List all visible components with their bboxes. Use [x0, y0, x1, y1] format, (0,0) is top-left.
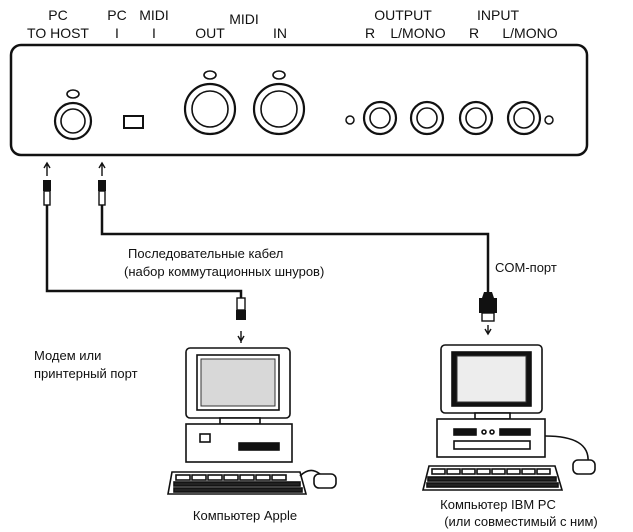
host-select-switch	[123, 115, 144, 129]
plug-icon	[479, 298, 497, 313]
label-pc-i: I	[115, 25, 119, 41]
label-midi-1: MIDI	[139, 7, 169, 23]
screw-icon	[345, 115, 355, 125]
output-r-jack	[362, 100, 398, 136]
plug-icon	[98, 180, 106, 191]
input-lmono-jack	[506, 100, 542, 136]
label-pc-2: PC	[107, 7, 126, 23]
mouse-icon	[313, 473, 337, 489]
up-arrow-icon	[43, 161, 51, 176]
apple-label: Компьютер Apple	[193, 508, 297, 523]
serial-cable-label-2: (набор коммутационных шнуров)	[124, 264, 324, 279]
label-midi-out: OUT	[195, 25, 225, 41]
output-lmono-jack	[409, 100, 445, 136]
jack-indicator-icon	[272, 70, 286, 80]
label-input-group: INPUT	[477, 7, 519, 23]
label-output-group: OUTPUT	[374, 7, 432, 23]
label-pc: PC	[48, 7, 67, 23]
midi-out-jack	[183, 70, 237, 136]
label-midi-group: MIDI	[229, 11, 259, 27]
pc-to-host-jack	[53, 89, 93, 141]
top-plugs	[43, 180, 106, 206]
jack-indicator-icon	[203, 70, 217, 80]
ibm-label-2: (или совместимый с ним)	[444, 514, 598, 529]
midi-in-jack	[252, 70, 306, 136]
label-output-lmono: L/MONO	[390, 25, 445, 41]
label-midi-in: IN	[273, 25, 287, 41]
plug-icon	[43, 180, 51, 191]
up-arrow-icon	[98, 161, 106, 176]
label-output-r: R	[365, 25, 375, 41]
modem-label-2: принтерный порт	[34, 366, 138, 381]
plug-icon	[236, 310, 246, 320]
ibm-computer	[421, 344, 596, 491]
com-plug	[479, 292, 497, 336]
cables	[45, 205, 490, 298]
insert-arrows	[43, 161, 106, 176]
system-unit-icon	[436, 418, 546, 458]
input-r-jack	[458, 100, 494, 136]
screw-icon	[544, 115, 554, 125]
label-input-r: R	[469, 25, 479, 41]
mouse-icon	[572, 459, 596, 475]
jack-indicator-icon	[66, 89, 80, 99]
label-input-lmono: L/MONO	[502, 25, 557, 41]
modem-label-1: Модем или	[34, 348, 101, 363]
com-port-label: COM-порт	[495, 260, 557, 275]
ibm-label-1: Компьютер IBM PC	[440, 497, 556, 512]
down-arrow-icon	[237, 331, 245, 343]
down-arrow-icon	[484, 325, 492, 336]
label-midi-i: I	[152, 25, 156, 41]
ibm-cable	[100, 205, 490, 292]
apple-cable	[45, 205, 243, 298]
rear-panel	[9, 43, 589, 157]
apple-plug	[236, 297, 246, 343]
panel-labels: PC TO HOST PC I MIDI I MIDI OUT IN OUTPU…	[27, 7, 558, 41]
apple-computer	[167, 347, 337, 495]
serial-cable-label-1: Последовательные кабел	[128, 246, 283, 261]
label-to-host: TO HOST	[27, 25, 89, 41]
